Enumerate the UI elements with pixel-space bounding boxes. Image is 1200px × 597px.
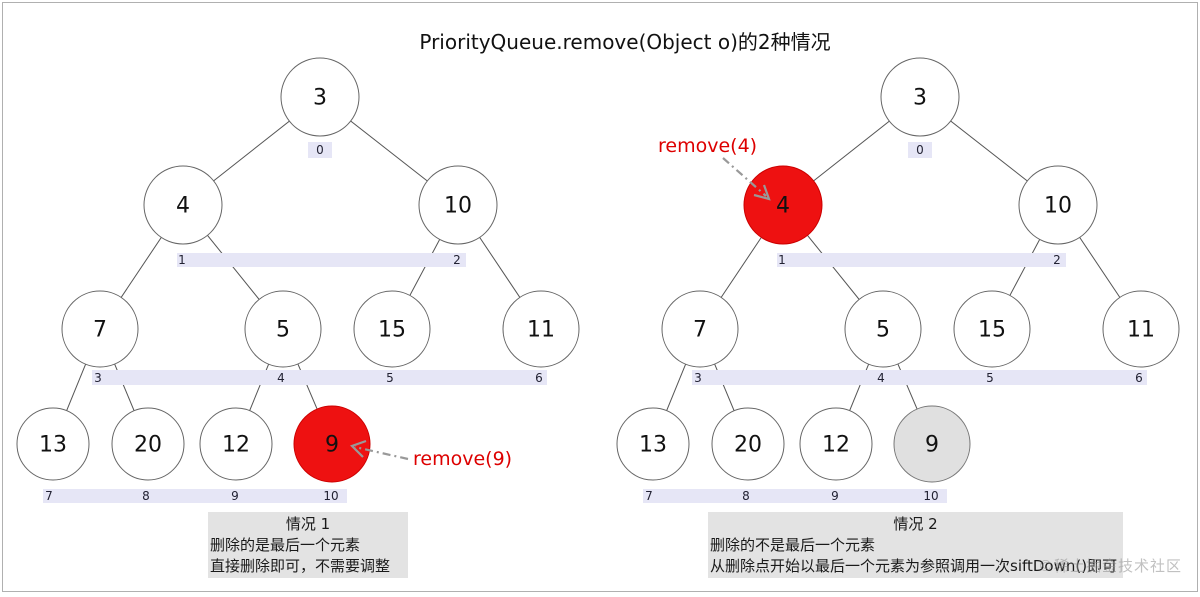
index-band [777, 253, 1066, 267]
index-label: 3 [94, 371, 102, 385]
root-index-label: 0 [916, 143, 924, 157]
heap-node-20 [711, 407, 785, 481]
heap-node-7 [661, 290, 739, 368]
heap-node-value: 20 [734, 433, 762, 458]
heap-node-20 [111, 407, 185, 481]
heap-node-10 [1018, 165, 1098, 245]
heap-node-value: 20 [134, 433, 162, 458]
heap-node-value: 10 [444, 194, 472, 219]
caption-case-1-title: 情况 1 [285, 515, 331, 533]
index-label: 2 [453, 253, 461, 267]
index-label: 2 [1053, 253, 1061, 267]
index-label: 7 [45, 489, 53, 503]
heap-node-5 [244, 290, 322, 368]
heap-node-5 [844, 290, 922, 368]
heap-node-value: 15 [978, 318, 1006, 343]
heap-node-13 [616, 407, 690, 481]
root-index-label: 0 [316, 143, 324, 157]
index-band [692, 370, 1147, 385]
heap-node-value: 5 [276, 318, 290, 343]
index-label: 7 [645, 489, 653, 503]
remove-annotation-label: remove(4) [658, 135, 757, 157]
heap-node-12 [799, 407, 873, 481]
index-label: 5 [986, 371, 994, 385]
index-label: 9 [231, 489, 239, 503]
remove-arrow-head [753, 184, 771, 201]
site-watermark: ©稀土掘金技术社区 [1038, 557, 1183, 575]
index-label: 10 [323, 489, 338, 503]
heap-node-3 [880, 57, 960, 137]
heap-node-value: 4 [776, 194, 790, 219]
heap-node-value: 5 [876, 318, 890, 343]
heap-node-value: 3 [913, 86, 927, 111]
heap-node-value: 11 [1127, 318, 1155, 343]
caption-case-2-line-1: 删除的不是最后一个元素 [710, 536, 876, 554]
remove-arrow-head [349, 439, 367, 458]
caption-case-1-line-1: 删除的是最后一个元素 [210, 536, 361, 554]
heap-node-value: 10 [1044, 194, 1072, 219]
caption-case-2: 情况 2 删除的不是最后一个元素 从删除点开始以最后一个元素为参照调用一次sif… [708, 512, 1123, 578]
heap-node-10 [418, 165, 498, 245]
heap-node-value: 7 [93, 318, 107, 343]
root-index-badge [908, 142, 932, 158]
heap-node-11 [1102, 290, 1180, 368]
index-label: 1 [178, 253, 186, 267]
heap-node-value: 9 [925, 433, 939, 458]
heap-node-value: 3 [313, 86, 327, 111]
index-band [43, 489, 347, 503]
index-label: 4 [877, 371, 885, 385]
heap-node-value: 13 [39, 433, 67, 458]
heap-node-value: 12 [222, 433, 250, 458]
diagram-title: PriorityQueue.remove(Object o)的2种情况 [419, 30, 831, 54]
caption-case-1-line-2: 直接删除即可，不需要调整 [210, 557, 391, 575]
heap-node-9-removed [893, 405, 971, 483]
index-label: 5 [386, 371, 394, 385]
heap-node-7 [61, 290, 139, 368]
index-band [643, 489, 947, 503]
heap-node-value: 9 [325, 433, 339, 458]
index-label: 3 [694, 371, 702, 385]
heap-node-value: 7 [693, 318, 707, 343]
index-label: 8 [142, 489, 150, 503]
heap-node-value: 11 [527, 318, 555, 343]
heap-node-15 [953, 290, 1031, 368]
index-label: 9 [831, 489, 839, 503]
heap-node-11 [502, 290, 580, 368]
caption-case-2-line-2: 从删除点开始以最后一个元素为参照调用一次siftDown()即可 [710, 557, 1118, 575]
heap-node-9-highlight [293, 405, 371, 483]
heap-node-value: 13 [639, 433, 667, 458]
root-index-badge [308, 142, 332, 158]
index-label: 10 [923, 489, 938, 503]
heap-node-value: 15 [378, 318, 406, 343]
caption-case-1: 情况 1 删除的是最后一个元素 直接删除即可，不需要调整 [208, 512, 408, 578]
heap-node-4 [143, 165, 223, 245]
heap-node-3 [280, 57, 360, 137]
index-label: 4 [277, 371, 285, 385]
heap-node-value: 12 [822, 433, 850, 458]
index-label: 6 [1135, 371, 1143, 385]
index-label: 6 [535, 371, 543, 385]
heap-node-15 [353, 290, 431, 368]
index-label: 8 [742, 489, 750, 503]
heap-node-12 [199, 407, 273, 481]
remove-annotation-label: remove(9) [413, 448, 512, 470]
heap-node-13 [16, 407, 90, 481]
index-band [92, 370, 547, 385]
index-band [177, 253, 466, 267]
index-label: 1 [778, 253, 786, 267]
caption-case-2-title: 情况 2 [893, 515, 938, 533]
heap-node-value: 4 [176, 194, 190, 219]
